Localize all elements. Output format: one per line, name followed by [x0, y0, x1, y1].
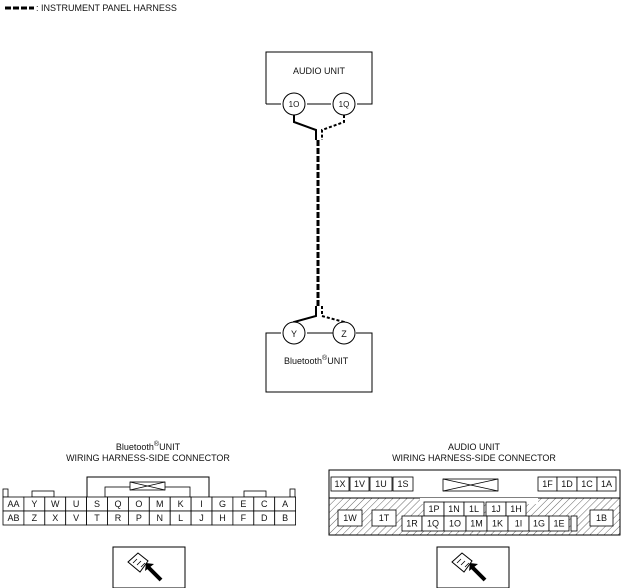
bluetooth-connector: Bluetooth®UNIT WIRING HARNESS-SIDE CONNE…: [2, 440, 297, 526]
audio-pin-1u-cell: [369, 476, 393, 492]
audio-pin-1f-label: 1F: [542, 479, 553, 489]
audio-connector-title: AUDIO UNIT: [448, 442, 501, 452]
bt-pin-e-label: E: [240, 499, 246, 509]
audio-pin-1d-label: 1D: [561, 479, 573, 489]
bt-pin-u-label: U: [73, 499, 80, 509]
audio-pin-1x-cell: [330, 476, 350, 492]
audio-unit: AUDIO UNIT 1O 1Q: [265, 51, 373, 116]
audio-key-slot-cell: [570, 515, 578, 532]
bluetooth-unit-label: Bluetooth®UNIT: [284, 354, 349, 366]
pin-z: [332, 321, 356, 345]
audio-pin-1o-label: 1O: [449, 519, 461, 529]
audio-pin-1w-label: 1W: [343, 513, 357, 523]
audio-pin-1t-cell: [371, 509, 397, 527]
bt-pin-v-label: V: [73, 513, 79, 523]
bt-pin-y-label: Y: [31, 499, 37, 509]
pin-z-label: Z: [341, 329, 347, 339]
audio-pin-1b-label: 1B: [596, 513, 607, 523]
audio-pin-1v-cell: [349, 476, 370, 492]
bt-pin-c-label: C: [261, 499, 268, 509]
bt-pin-j-label: J: [199, 513, 204, 523]
audio-connector-subtitle: WIRING HARNESS-SIDE CONNECTOR: [392, 453, 556, 463]
bt-pin-r-label: R: [115, 513, 122, 523]
audio-pin-1u-label: 1U: [375, 479, 387, 489]
bt-pin-h-label: H: [219, 513, 226, 523]
audio-pin-1e-cell: [548, 515, 570, 532]
audio-pin-1k-label: 1K: [492, 519, 503, 529]
bt-pin-b-label: B: [282, 513, 288, 523]
bt-pin-m-label: M: [156, 499, 164, 509]
bt-pin-z-label: Z: [32, 513, 38, 523]
bt-pin-aa-label: AA: [7, 499, 19, 509]
audio-connector-view-icon: [436, 546, 510, 588]
bt-pin-o-label: O: [135, 499, 142, 509]
bt-pin-a-label: A: [282, 499, 288, 509]
bt-pin-l-label: L: [178, 513, 183, 523]
pin-1o-label: 1O: [289, 100, 300, 109]
audio-pin-1s-cell: [392, 476, 414, 492]
audio-pin-1s-label: 1S: [397, 479, 408, 489]
audio-pin-1v-label: 1V: [354, 479, 365, 489]
audio-pin-1p-label: 1P: [428, 504, 439, 514]
bt-pin-b-cell: [274, 510, 297, 526]
audio-pin-1t-label: 1T: [379, 513, 390, 523]
audio-pin-1a-cell: [596, 476, 617, 492]
audio-unit-label: AUDIO UNIT: [293, 66, 346, 76]
harness-wires: [293, 115, 345, 325]
bt-pin-g-label: G: [219, 499, 226, 509]
bt-connector-title: Bluetooth®UNIT: [116, 440, 181, 452]
bt-pin-t-label: T: [94, 513, 100, 523]
audio-pin-1g-label: 1G: [533, 519, 545, 529]
bluetooth-unit: Y Z Bluetooth®UNIT: [265, 321, 373, 393]
audio-pin-1b-cell: [589, 509, 614, 527]
bt-connector-view-icon: [112, 546, 186, 588]
pin-y-label: Y: [291, 329, 297, 339]
pin-y: [282, 321, 306, 345]
audio-pin-1j-label: 1J: [491, 504, 501, 514]
audio-pin-1e-label: 1E: [553, 519, 564, 529]
bt-pin-ab-label: AB: [7, 513, 19, 523]
audio-pin-1i-label: 1I: [515, 519, 523, 529]
audio-pin-1h-label: 1H: [510, 504, 522, 514]
legend-text: : INSTRUMENT PANEL HARNESS: [36, 3, 177, 13]
bt-pin-q-label: Q: [114, 499, 121, 509]
bt-pin-f-label: F: [241, 513, 247, 523]
bt-pin-s-label: S: [94, 499, 100, 509]
bt-pin-k-label: K: [178, 499, 184, 509]
pin-1q-label: 1Q: [339, 100, 350, 109]
bt-pin-x-label: X: [52, 513, 58, 523]
bt-pin-w-label: W: [51, 499, 60, 509]
audio-pin-1x-label: 1X: [334, 479, 345, 489]
bt-pin-n-label: N: [157, 513, 164, 523]
audio-pin-1m-label: 1M: [470, 519, 483, 529]
audio-pin-1w-cell: [337, 509, 363, 527]
bt-connector-subtitle: WIRING HARNESS-SIDE CONNECTOR: [66, 453, 230, 463]
audio-pin-1l-label: 1L: [469, 504, 479, 514]
audio-connector: AUDIO UNIT WIRING HARNESS-SIDE CONNECTOR…: [328, 442, 621, 536]
audio-pin-1a-label: 1A: [601, 479, 612, 489]
audio-pin-1r-label: 1R: [406, 519, 418, 529]
bt-pin-d-label: D: [261, 513, 268, 523]
audio-pin-1c-label: 1C: [581, 479, 593, 489]
bt-pin-p-label: P: [136, 513, 142, 523]
legend: : INSTRUMENT PANEL HARNESS: [5, 3, 177, 13]
audio-pin-1q-label: 1Q: [427, 519, 439, 529]
audio-pin-1n-label: 1N: [448, 504, 460, 514]
bt-pin-i-label: I: [200, 499, 203, 509]
